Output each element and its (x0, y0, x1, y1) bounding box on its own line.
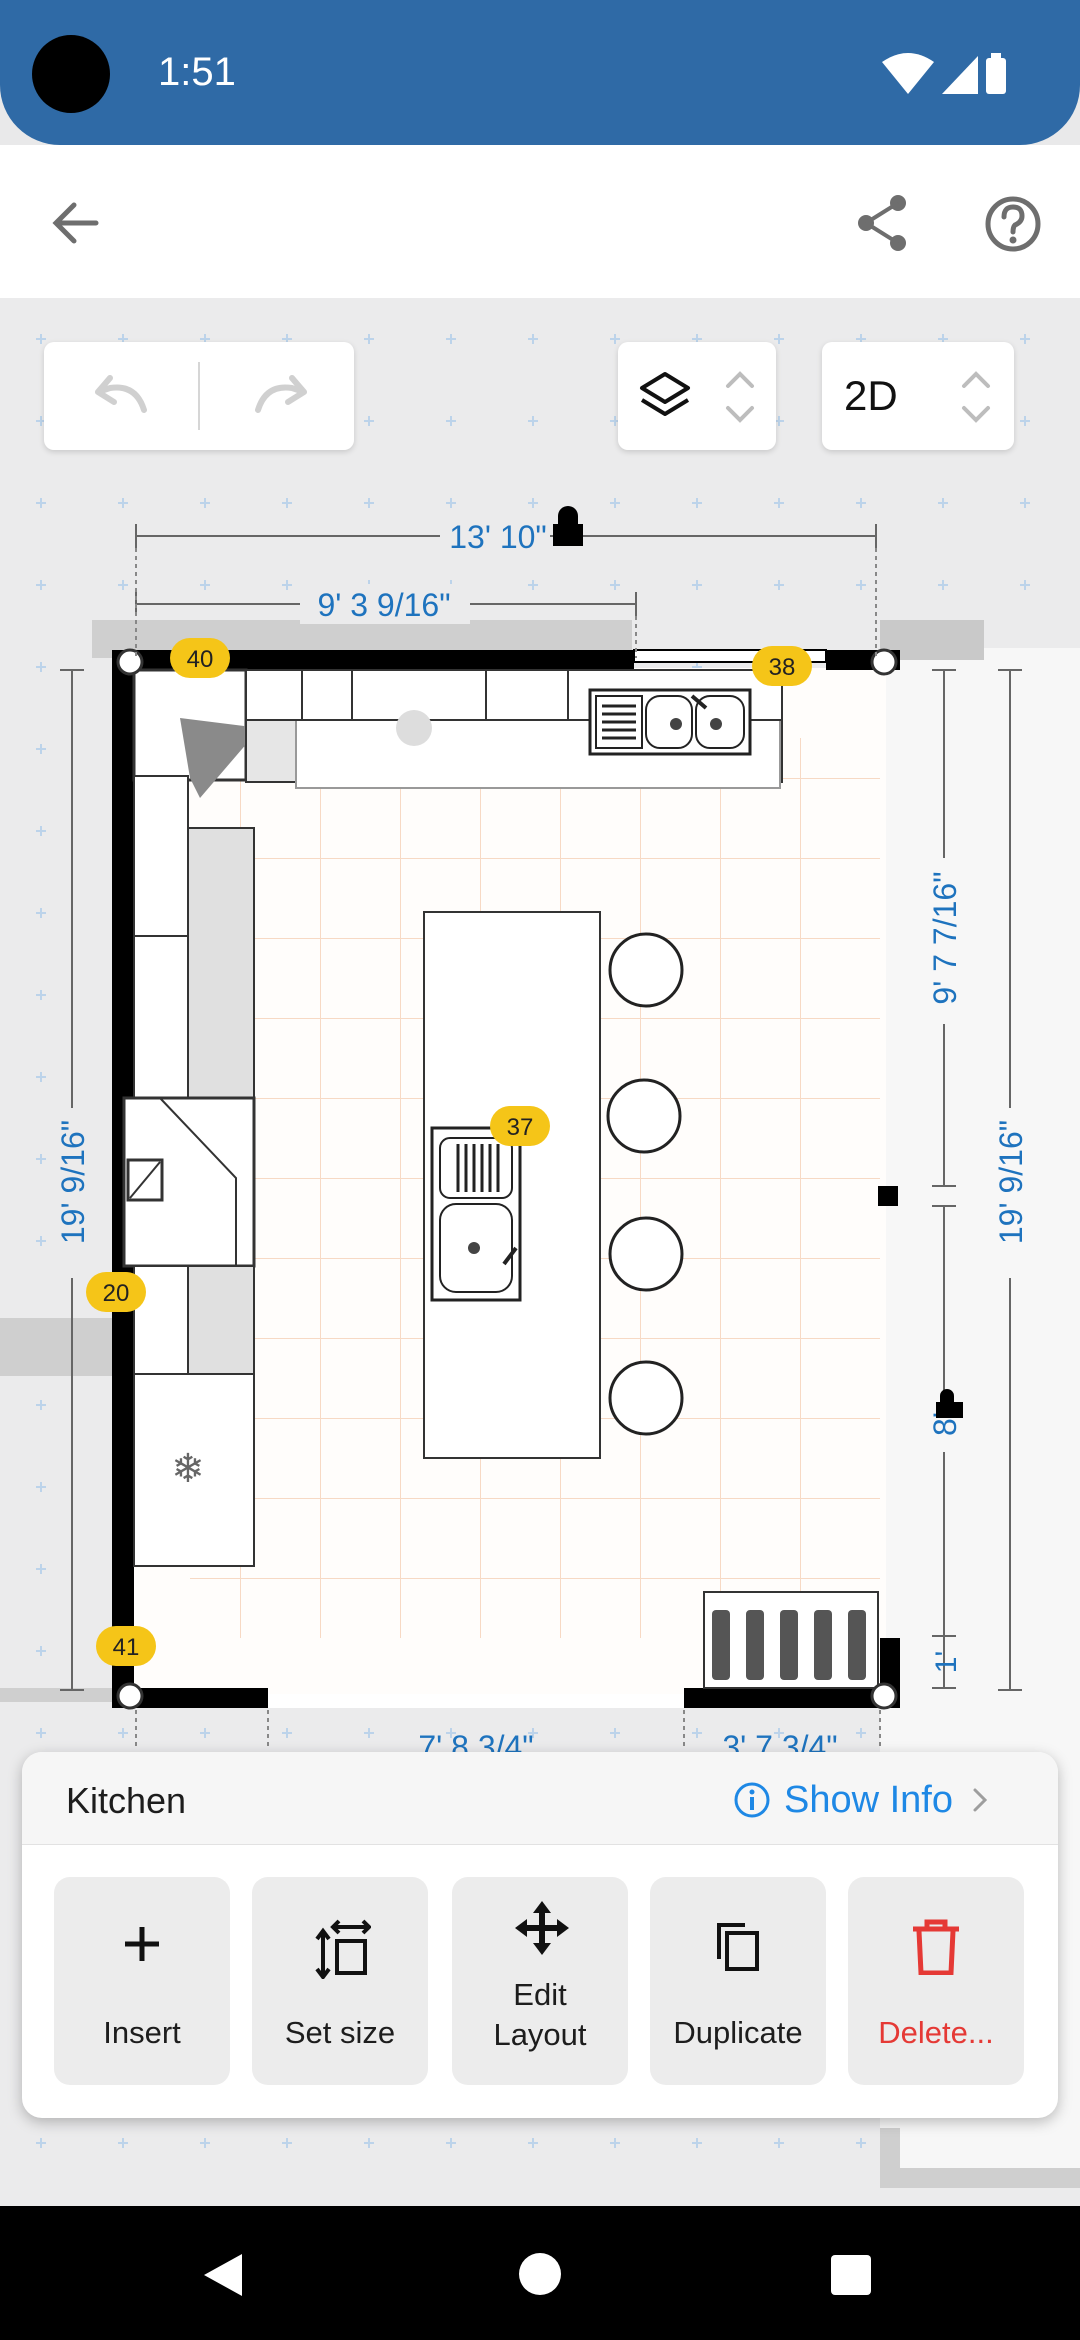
dim-top-outer: 13' 10" (449, 519, 547, 555)
resize-icon (315, 1919, 371, 1979)
battery-icon (986, 53, 1006, 94)
chevron-right-icon (973, 1788, 988, 1812)
view-mode-button[interactable]: 2D (822, 342, 1014, 450)
status-bar: 1:51 (0, 0, 1080, 145)
show-info-button[interactable]: Show Info (732, 1776, 995, 1824)
dim-right-mid: 8' (927, 1412, 963, 1436)
share-icon[interactable] (854, 193, 910, 253)
wifi-icon (882, 53, 934, 94)
svg-text:40: 40 (187, 646, 214, 673)
layers-button[interactable] (618, 342, 776, 450)
insert-button[interactable]: Insert (54, 1877, 230, 2085)
set-size-button[interactable]: Set size (252, 1877, 428, 2085)
marker-40: 40 (170, 638, 230, 678)
marker-37: 37 (490, 1106, 550, 1146)
duplicate-button[interactable]: Duplicate (650, 1877, 826, 2085)
svg-text:41: 41 (113, 1634, 140, 1661)
info-icon (734, 1782, 770, 1818)
chevron-updown-icon (962, 371, 990, 423)
panel-header: Kitchen Show Info (22, 1752, 1058, 1845)
undo-icon[interactable] (88, 370, 154, 422)
divider (198, 362, 200, 430)
layers-icon (640, 372, 690, 416)
dim-right-lower: 1' (930, 1651, 963, 1673)
duplicate-icon (717, 1923, 759, 1971)
selection-panel: Kitchen Show Info Insert Set size (22, 1752, 1058, 2118)
navigation-bar (0, 2206, 1080, 2340)
cellular-signal-icon (942, 56, 978, 94)
view-mode-label: 2D (844, 372, 898, 419)
dim-right-upper: 9' 7 7/16" (927, 871, 963, 1004)
plus-icon (125, 1927, 159, 1961)
marker-20: 20 (86, 1272, 146, 1312)
status-icons (882, 53, 1006, 94)
front-camera (32, 35, 110, 113)
delete-button[interactable]: Delete... (848, 1877, 1024, 2085)
chevron-updown-icon (726, 371, 754, 423)
svg-text:20: 20 (103, 1280, 130, 1307)
back-nav-icon[interactable] (200, 2250, 246, 2300)
home-nav-icon[interactable] (518, 2252, 562, 2296)
svg-text:38: 38 (769, 654, 796, 681)
dim-top-inner: 9' 3 9/16" (317, 587, 450, 623)
dim-right-outer: 19' 9/16" (993, 1120, 1029, 1244)
help-circle-icon[interactable] (984, 195, 1042, 253)
marker-38: 38 (752, 646, 812, 686)
recents-nav-icon[interactable] (830, 2254, 872, 2296)
trash-icon (913, 1919, 959, 1975)
svg-text:37: 37 (507, 1114, 534, 1141)
status-time: 1:51 (158, 50, 236, 94)
move-icon (515, 1901, 569, 1955)
room-title: Kitchen (66, 1780, 187, 1821)
edit-layout-button[interactable]: Edit Layout (452, 1877, 628, 2085)
undo-redo-group (44, 342, 354, 450)
redo-icon[interactable] (248, 370, 314, 422)
marker-41: 41 (96, 1626, 156, 1666)
arrow-left-icon[interactable] (48, 195, 104, 251)
lock-icon (936, 1389, 963, 1418)
app-toolbar (0, 145, 1080, 299)
svg-text:❄: ❄ (171, 1446, 205, 1492)
lock-icon (553, 506, 583, 546)
dim-left: 19' 9/16" (55, 1120, 91, 1244)
show-info-label: Show Info (784, 1778, 953, 1821)
